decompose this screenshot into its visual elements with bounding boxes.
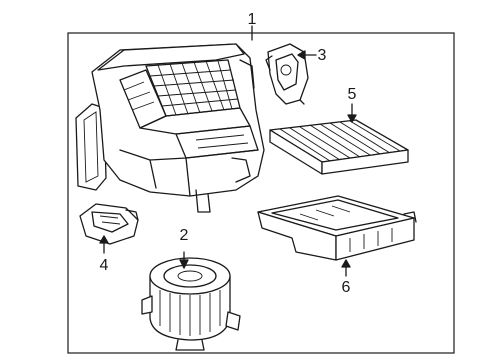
part-5-air-filter bbox=[269, 119, 409, 175]
callout-3: 3 bbox=[318, 47, 327, 64]
callout-2: 2 bbox=[180, 227, 189, 244]
part-6-filter-case bbox=[257, 195, 417, 261]
part-1-hvac-housing bbox=[75, 43, 265, 213]
part-2-blower-motor bbox=[141, 257, 241, 351]
part-4-control-unit bbox=[79, 203, 139, 245]
callout-leaders bbox=[99, 25, 357, 277]
part-3-actuator bbox=[265, 43, 309, 105]
callout-6: 6 bbox=[342, 279, 351, 296]
callout-4: 4 bbox=[100, 257, 109, 274]
diagram-frame bbox=[67, 32, 455, 354]
callout-1: 1 bbox=[248, 11, 257, 28]
callout-5: 5 bbox=[348, 86, 357, 103]
